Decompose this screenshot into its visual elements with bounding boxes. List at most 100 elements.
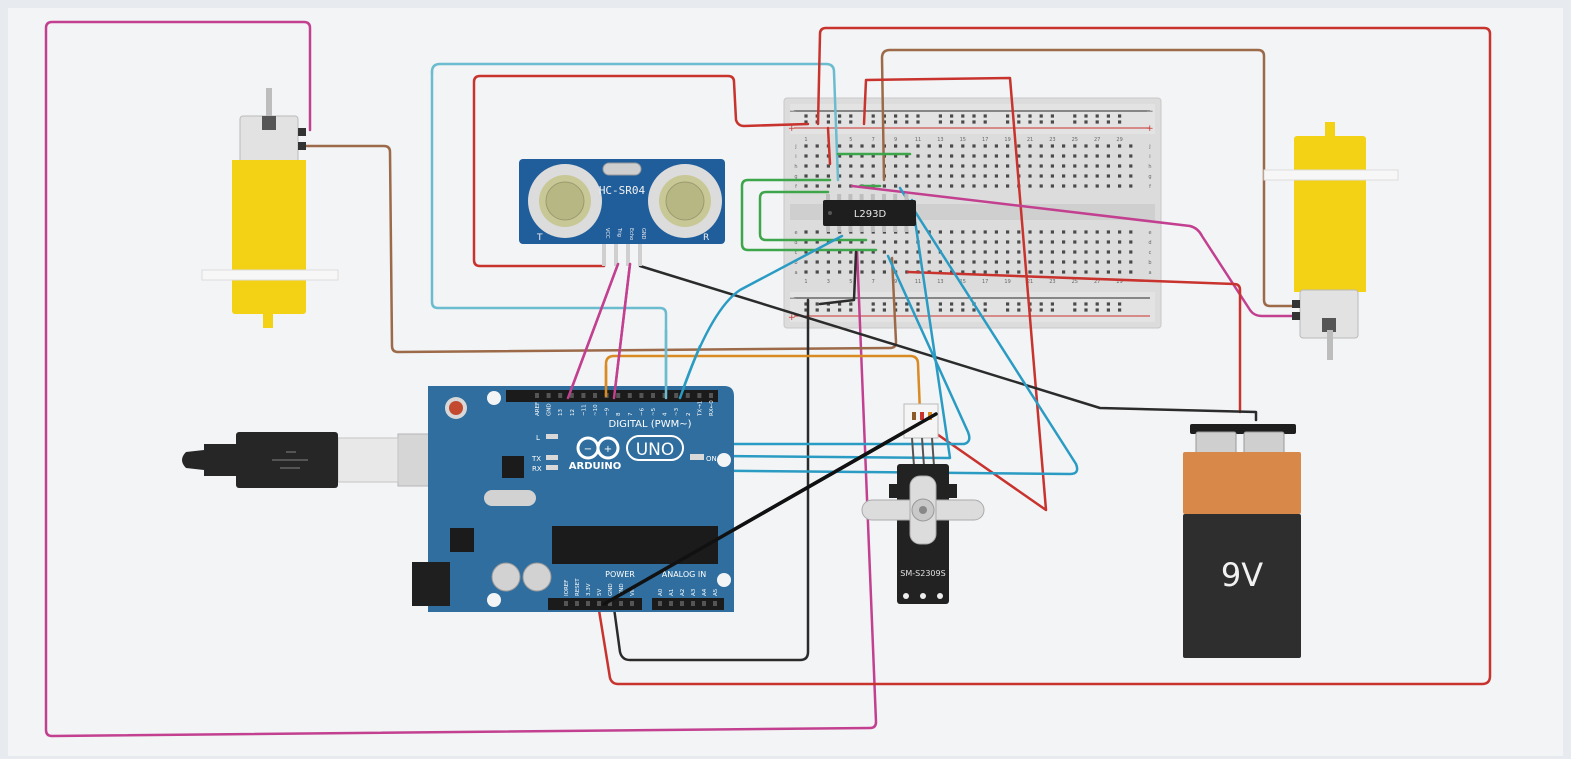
wire-blue-2 [650,254,971,446]
wire-red-battery [906,270,1242,414]
power-pin-socket[interactable] [608,601,612,606]
bb-row-label: j [794,144,796,150]
chip-pin [837,225,842,232]
digital-pin-socket[interactable] [674,393,679,398]
bb-col-number-bottom: 13 [937,279,943,285]
sensor-label: HC-SR04 [599,184,646,197]
analog-pin-socket[interactable] [691,601,695,606]
arduino-uno-board[interactable]: − + UNO ARDUINO DIGITAL (PWM~) POWER ANA… [412,386,734,612]
dc-motor-right[interactable] [1263,122,1399,360]
bb-row-label: f [795,184,797,190]
chip-pin [859,194,864,201]
wires-foreground [566,262,938,606]
bb-row-label: c [795,250,798,256]
analog-pin-socket[interactable] [680,601,684,606]
sensor-pin-label: Trig [616,227,622,237]
analog-pin-label: A0 [658,588,664,596]
analog-pin-socket[interactable] [713,601,717,606]
digital-pin-socket[interactable] [627,393,632,398]
chip-pin [848,225,853,232]
analog-pin-label: A4 [702,588,708,596]
servo-motor[interactable]: SM-S2309S [861,403,985,604]
analog-pin-label: A5 [713,588,719,596]
wire-magenta-right-motor [850,184,1302,318]
bb-row-label: h [1148,164,1151,170]
digital-pin-socket[interactable] [546,393,551,398]
digital-pin-socket[interactable] [593,393,597,398]
digital-pin-socket[interactable] [535,393,539,398]
bb-row-label: j [1148,144,1150,150]
bb-col-number-top: 27 [1094,137,1100,143]
svg-text:−: − [584,444,592,455]
bb-col-number-bottom: 29 [1116,279,1122,285]
arduino-power-label: POWER [605,570,635,579]
digital-pin-socket[interactable] [651,393,655,398]
digital-pin-socket[interactable] [709,393,713,398]
bb-row-label: h [794,164,797,170]
digital-pin-socket[interactable] [697,393,702,398]
digital-pin-label: 8 [616,412,622,416]
wire-red-short [826,126,832,166]
analog-pin-socket[interactable] [702,601,706,606]
chip-pin [870,194,875,201]
bb-row-label: a [794,270,797,276]
wire-cyan-to-arduino [430,70,668,400]
power-pin-socket[interactable] [630,601,634,606]
digital-pin-label: AREF [535,402,541,416]
bb-row-label: i [1149,154,1150,160]
bb-col-number-bottom: 7 [872,279,875,285]
digital-pin-label: ~9 [605,407,611,416]
chip-label: L293D [854,209,887,220]
dc-motor-left[interactable] [201,88,339,328]
arduino-model: UNO [636,440,675,460]
analog-pin-socket[interactable] [669,601,673,606]
digital-pin-label: ~6 [639,407,645,416]
battery-label: 9V [1221,556,1263,594]
analog-pin-label: A2 [680,589,686,596]
l293d-chip[interactable]: L293D [823,194,916,232]
digital-pin-socket[interactable] [685,393,690,398]
bb-col-number-bottom: 11 [915,279,921,285]
breadboard[interactable]: − + − + − + 1133557799111113131515171719… [783,97,1162,329]
power-pin-socket[interactable] [564,601,568,606]
digital-pin-socket[interactable] [616,393,621,398]
power-pin-label: GND [608,583,614,596]
digital-pin-socket[interactable] [581,393,586,398]
power-pin-socket[interactable] [597,601,601,606]
bb-col-number-top: 1 [804,137,807,143]
bb-col-number-bottom: 15 [960,279,966,285]
bb-row-label: b [794,260,797,266]
digital-pin-socket[interactable] [558,393,563,398]
bb-col-number-top: 15 [960,137,966,143]
chip-pin [904,225,909,232]
bb-col-number-top: 17 [982,137,988,143]
digital-pin-label: TX→1 [697,401,703,417]
digital-pin-label: 13 [558,409,564,416]
digital-pin-socket[interactable] [569,393,574,398]
power-pin-socket[interactable] [619,601,623,606]
chip-pin [893,225,898,232]
bb-col-number-bottom: 17 [982,279,988,285]
analog-pin-socket[interactable] [658,601,662,606]
power-pin-socket[interactable] [575,601,579,606]
sensor-letter-r: R [703,233,709,243]
bb-row-label: e [1148,230,1151,236]
chip-pin [826,194,830,201]
chip-pins [826,194,909,232]
bb-row-label: d [1148,240,1151,246]
led-label-tx: TX [531,455,541,463]
chip-pin [870,225,875,232]
wires [44,20,1492,738]
power-pin-socket[interactable] [586,601,590,606]
digital-pin-socket[interactable] [639,393,644,398]
chip-pin [882,225,886,232]
battery-9v[interactable]: 9V [1183,424,1301,658]
sensor-pins [602,244,642,266]
digital-pin-socket[interactable] [662,393,667,398]
bb-row-label: f [1149,184,1151,190]
